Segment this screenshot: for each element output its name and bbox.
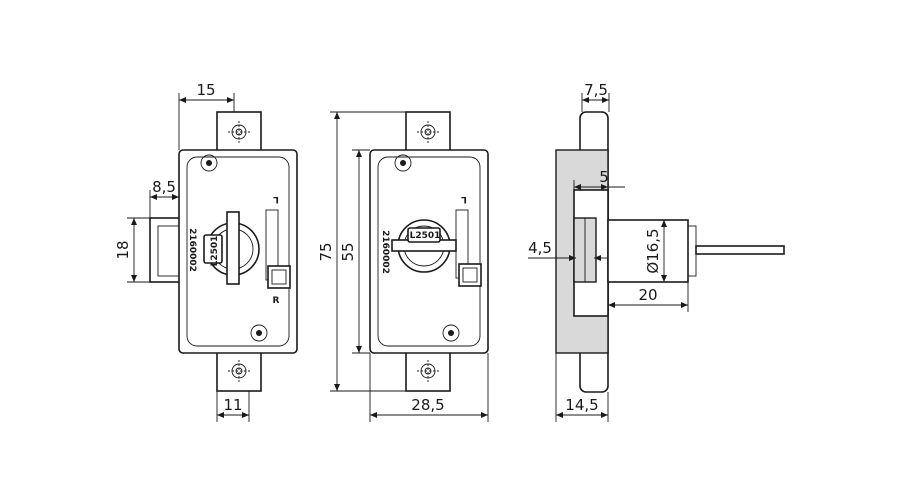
dim-mid-total-height: 75: [317, 242, 335, 261]
mid-part-number: 2160002: [380, 230, 390, 274]
dim-side-depth: 14,5: [565, 396, 598, 414]
dim-mid-body-height: 55: [339, 242, 357, 261]
dim-side-offset: 5: [599, 168, 609, 186]
front-view-left: [127, 93, 298, 422]
left-letter-l: L: [273, 194, 279, 204]
dim-side-slot: 4,5: [528, 239, 552, 257]
mid-key-code: L2501: [410, 231, 441, 241]
dim-mid-width: 28,5: [411, 396, 444, 414]
dim-side-diameter: Ø16,5: [644, 228, 662, 273]
dim-front-width-top: 15: [196, 81, 215, 99]
left-part-number: 2160002: [187, 228, 197, 272]
mid-letter-l: L: [461, 194, 467, 204]
side-view-right: [528, 93, 785, 422]
front-view-middle: [330, 111, 489, 422]
left-letter-r: R: [273, 296, 280, 306]
dim-side-top: 7,5: [584, 81, 608, 99]
left-key-code: L2501: [210, 236, 220, 267]
dim-front-bolt-offset: 8,5: [152, 178, 176, 196]
dim-front-width-bottom: 11: [223, 396, 242, 414]
dim-front-bolt-height: 18: [114, 240, 132, 259]
dim-side-cylinder-length: 20: [638, 286, 657, 304]
